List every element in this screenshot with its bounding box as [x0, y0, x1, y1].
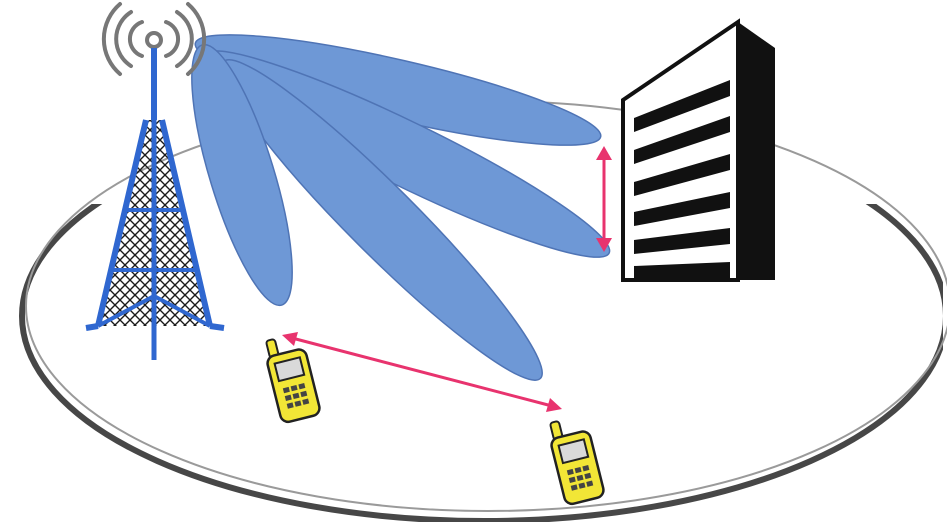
- radio-waves-icon: [101, 2, 207, 76]
- antenna-tower: [85, 2, 225, 360]
- beam-group: [191, 34, 611, 381]
- mobile-phone-icon: [265, 338, 321, 424]
- separation-arrow-vertical: [596, 146, 612, 252]
- mobile-phone-icon: [549, 420, 605, 506]
- building-icon: [621, 18, 775, 282]
- separation-arrow-horizontal: [282, 332, 562, 412]
- antenna-tip: [145, 31, 163, 49]
